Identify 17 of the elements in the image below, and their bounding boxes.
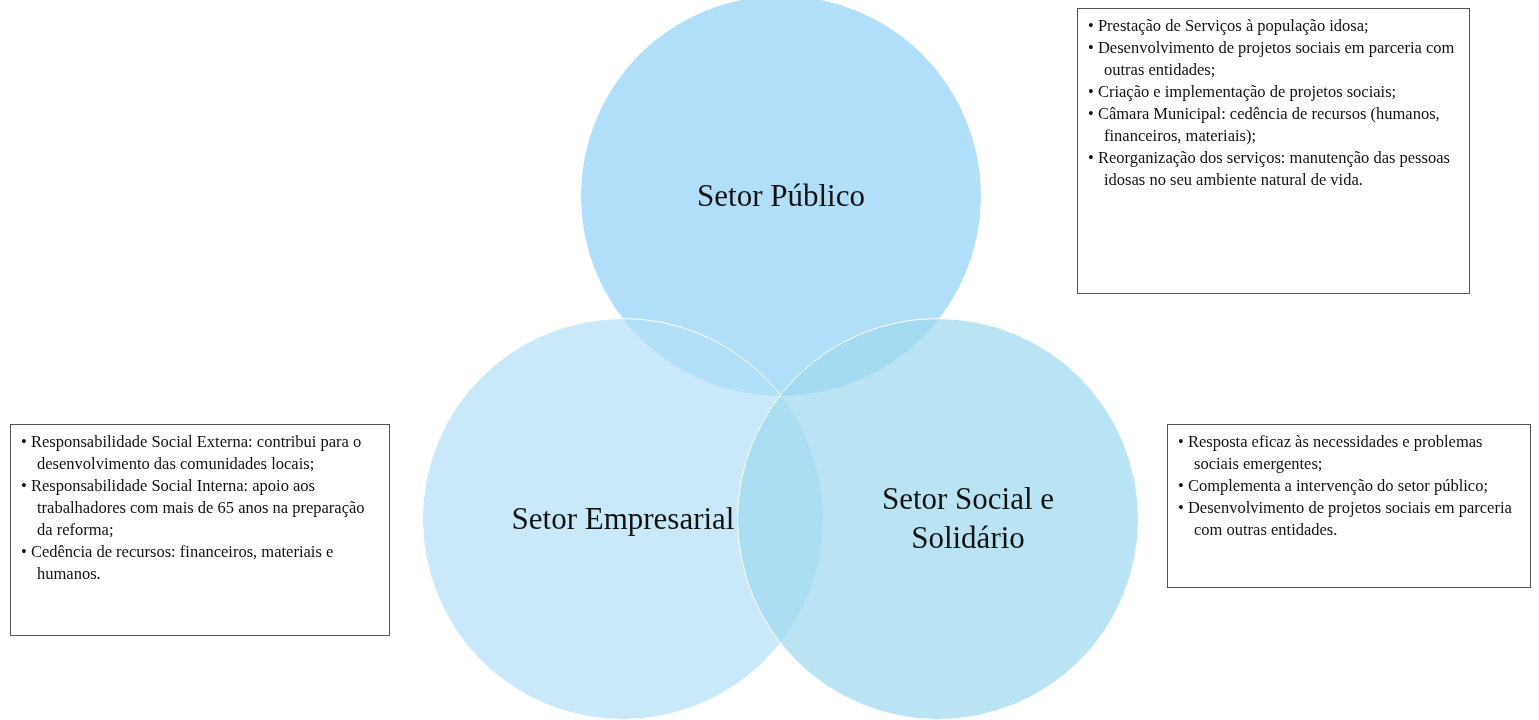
- bullet-item: • Responsabilidade Social Externa: contribui para o desenvolvimento das comunidades locais;: [20, 431, 363, 475]
- bullet-item: • Reorganização dos serviços: manutenção das pessoas idosas no seu ambiente natural de vida.: [1087, 147, 1451, 191]
- text-box: [1167, 424, 1531, 588]
- circle-label: Setor Público: [697, 176, 865, 215]
- text-box: [10, 424, 390, 636]
- bullet-item: • Complementa a intervenção do setor público;: [1177, 475, 1490, 497]
- text-box: [1077, 8, 1470, 294]
- circle-label: Setor Social e Solidário: [880, 480, 1056, 557]
- bullet-item: • Resposta eficaz às necessidades e problemas sociais emergentes;: [1177, 431, 1484, 475]
- bullet-item: • Cedência de recursos: financeiros, materiais e humanos.: [20, 541, 335, 585]
- bullet-item: • Desenvolvimento de projetos sociais em parceria com outras entidades.: [1177, 497, 1513, 541]
- bullet-item: • Câmara Municipal: cedência de recursos (humanos, financeiros, materiais);: [1087, 103, 1441, 147]
- bullet-item: • Desenvolvimento de projetos sociais em parceria com outras entidades;: [1087, 37, 1456, 81]
- bullet-item: • Responsabilidade Social Interna: apoio aos trabalhadores com mais de 65 anos na preparação da reforma;: [20, 475, 366, 541]
- circle-label: Setor Empresarial: [511, 499, 735, 538]
- bullet-item: • Prestação de Serviços à população idosa;: [1087, 15, 1370, 37]
- bullet-item: • Criação e implementação de projetos sociais;: [1087, 81, 1398, 103]
